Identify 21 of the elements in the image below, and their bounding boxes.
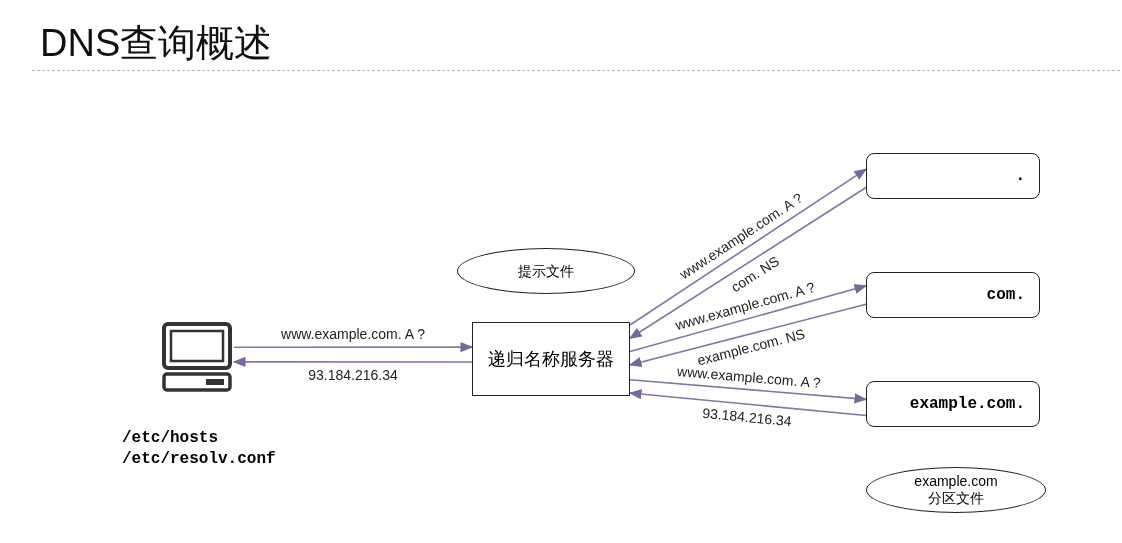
server-box: 递归名称服务器 — [472, 322, 630, 396]
name-server-box: example.com. — [866, 381, 1040, 427]
arrow — [232, 356, 473, 367]
file-ellipse: example.com 分区文件 — [866, 467, 1046, 513]
file-ellipse: 提示文件 — [457, 248, 635, 294]
file-path: /etc/resolv.conf — [122, 449, 276, 470]
title: DNS查询概述 — [40, 21, 273, 66]
arrow — [233, 342, 474, 353]
edge-label: 93.184.216.34 — [308, 366, 398, 383]
edge-label: 93.184.216.34 — [701, 405, 793, 430]
arrow — [629, 283, 868, 353]
arrow — [629, 378, 868, 404]
arrow — [629, 168, 868, 326]
computer-icon — [160, 322, 234, 392]
name-server-box: . — [866, 153, 1040, 199]
edge-label: www.example.com. A ? — [281, 326, 425, 343]
file-path: /etc/hosts — [122, 428, 218, 449]
name-server-box: com. — [866, 272, 1040, 318]
arrow — [628, 389, 867, 417]
arrow — [628, 186, 867, 340]
arrow — [628, 303, 867, 367]
